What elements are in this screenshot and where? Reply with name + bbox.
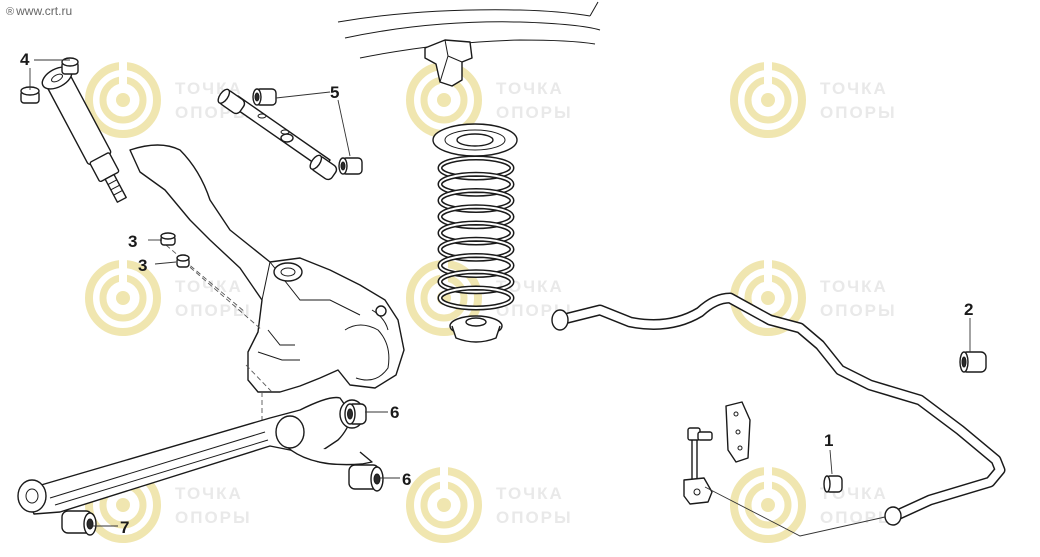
watermark-text: ОПОРЫ	[820, 103, 897, 122]
watermark-text: ОПОРЫ	[820, 508, 897, 527]
watermark-logo: ТОЧКА ОПОРЫ	[85, 260, 252, 336]
site-url-text: www.crt.ru	[16, 4, 73, 18]
callout-6: 6	[402, 470, 411, 489]
callout-labels: 4 5 3 3 2 6 6 1 7	[20, 50, 973, 537]
watermark-text: ТОЧКА	[175, 277, 243, 296]
callout-1: 1	[824, 431, 833, 450]
dashed-leaders	[159, 239, 273, 420]
watermark-text: ОПОРЫ	[496, 301, 573, 320]
callout-5: 5	[330, 83, 339, 102]
watermark-text: ОПОРЫ	[496, 508, 573, 527]
callout-6: 6	[390, 403, 399, 422]
callout-2: 2	[964, 300, 973, 319]
callout-4: 4	[20, 50, 30, 69]
body-outline	[337, 1, 601, 59]
watermark-text: ТОЧКА	[496, 484, 564, 503]
callout-leaders	[29, 59, 971, 527]
watermark-text: ТОЧКА	[820, 277, 888, 296]
shock-absorber	[41, 66, 127, 203]
watermark-text: ОПОРЫ	[820, 301, 897, 320]
site-url[interactable]: ®www.crt.ru	[6, 4, 72, 18]
stabilizer-bushings	[823, 351, 987, 493]
small-bushings	[160, 232, 190, 268]
watermark-text: ОПОРЫ	[175, 508, 252, 527]
arm-bushings	[17, 403, 384, 536]
watermark-logo: ТОЧКА ОПОРЫ	[730, 260, 897, 336]
tie-rod	[217, 88, 363, 181]
bump-stop-bracket	[424, 39, 473, 87]
watermark-text: ОПОРЫ	[175, 301, 252, 320]
watermark-text: ТОЧКА	[820, 79, 888, 98]
watermark-logo: ТОЧКА ОПОРЫ	[406, 62, 573, 138]
watermark-text: ТОЧКА	[496, 79, 564, 98]
watermark-text: ОПОРЫ	[496, 103, 573, 122]
callout-3: 3	[138, 256, 147, 275]
watermark-logo: ТОЧКА ОПОРЫ	[730, 62, 897, 138]
axle-housing	[129, 144, 405, 393]
stabilizer-link	[683, 401, 886, 537]
watermark-logo: ТОЧКА ОПОРЫ	[406, 467, 573, 543]
spring-upper-seat	[432, 123, 518, 157]
callout-7: 7	[120, 518, 129, 537]
registered-mark-icon: ®	[6, 6, 15, 18]
callout-3: 3	[128, 232, 137, 251]
stabilizer-bar	[551, 292, 1006, 526]
coil-spring	[437, 155, 515, 311]
shock-bushings	[20, 57, 79, 104]
watermark-text: ТОЧКА	[175, 484, 243, 503]
spring-lower-seat	[449, 315, 503, 343]
